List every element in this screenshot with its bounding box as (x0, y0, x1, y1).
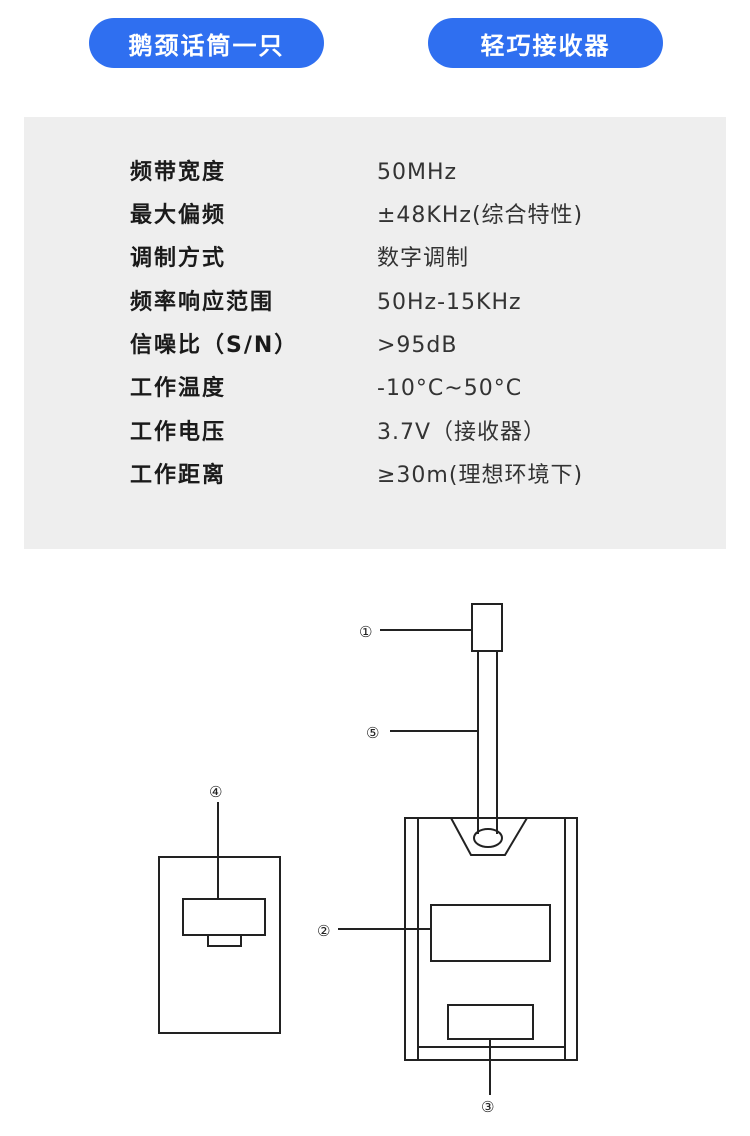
spec-label: 信噪比（S/N） (130, 333, 299, 358)
mic-neck-hole (473, 828, 503, 848)
spec-value: ≥30m(理想环境下) (377, 463, 584, 488)
spec-label: 工作距离 (130, 463, 227, 488)
spec-value: -10°C~50°C (377, 376, 523, 401)
spec-table: 频带宽度 50MHz 最大偏频 ±48KHz(综合特性) 调制方式 数字调制 频… (24, 117, 726, 549)
callout-label-4: ④ (209, 783, 222, 801)
spec-value: >95dB (377, 333, 458, 358)
callout-label-3: ③ (481, 1098, 494, 1116)
spec-label: 工作电压 (130, 420, 227, 445)
receiver-module (182, 898, 266, 936)
spec-row: 频率响应范围 50Hz-15KHz (24, 288, 726, 318)
callout-label-2: ② (317, 922, 330, 940)
receiver-diagram: ① ⑤ ④ ② ③ (158, 603, 578, 1116)
spec-row: 工作电压 3.7V（接收器） (24, 418, 726, 448)
spec-label: 调制方式 (130, 246, 227, 271)
spec-row: 频带宽度 50MHz (24, 158, 726, 188)
tab-receiver[interactable]: 轻巧接收器 (428, 18, 663, 68)
mic-base-switch (447, 1004, 534, 1040)
spec-value: 数字调制 (377, 246, 470, 271)
receiver-body (158, 856, 281, 1034)
mic-neck-mount (449, 817, 529, 856)
spec-row: 信噪比（S/N） >95dB (24, 331, 726, 361)
spec-label: 频带宽度 (130, 160, 227, 185)
spec-value: 50Hz-15KHz (377, 290, 522, 315)
mic-head (471, 603, 503, 652)
callout-label-1: ① (359, 623, 372, 641)
spec-label: 最大偏频 (130, 203, 227, 228)
spec-value: ±48KHz(综合特性) (377, 203, 584, 228)
receiver-connector (207, 934, 242, 947)
tab-label: 鹅颈话筒一只 (128, 31, 285, 60)
spec-value: 3.7V（接收器） (377, 420, 547, 445)
spec-row: 工作距离 ≥30m(理想环境下) (24, 461, 726, 491)
callout-label-5: ⑤ (366, 724, 379, 742)
tab-label: 轻巧接收器 (480, 31, 611, 60)
spec-label: 工作温度 (130, 376, 227, 401)
spec-row: 最大偏频 ±48KHz(综合特性) (24, 201, 726, 231)
spec-row: 调制方式 数字调制 (24, 244, 726, 274)
spec-label: 频率响应范围 (130, 290, 275, 315)
spec-value: 50MHz (377, 160, 458, 185)
mic-base-panel (430, 904, 551, 962)
spec-row: 工作温度 -10°C~50°C (24, 374, 726, 404)
tab-gooseneck-microphone[interactable]: 鹅颈话筒一只 (89, 18, 324, 68)
